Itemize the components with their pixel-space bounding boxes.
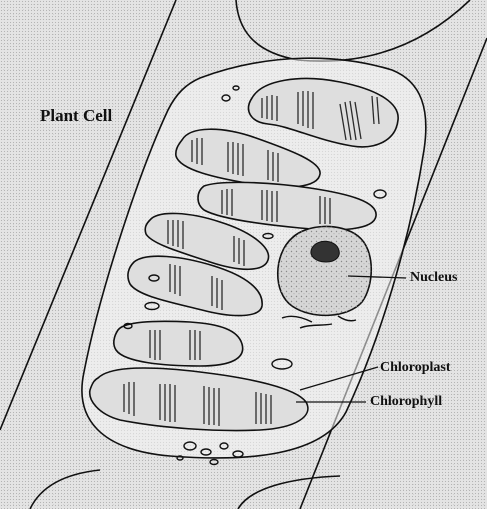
upper-cell-wall [236,0,470,61]
chlorophyll-label: Chlorophyll [370,394,442,410]
nucleolus [311,241,339,262]
chloroplast-label: Chloroplast [380,360,451,376]
chloroplast-6 [114,321,243,366]
nucleus-label: Nucleus [410,270,457,286]
lower-cell-wall [30,470,100,509]
nucleus [278,226,372,315]
lower-cell-wall-right [238,476,340,509]
diagram-title: Plant Cell [40,106,112,126]
